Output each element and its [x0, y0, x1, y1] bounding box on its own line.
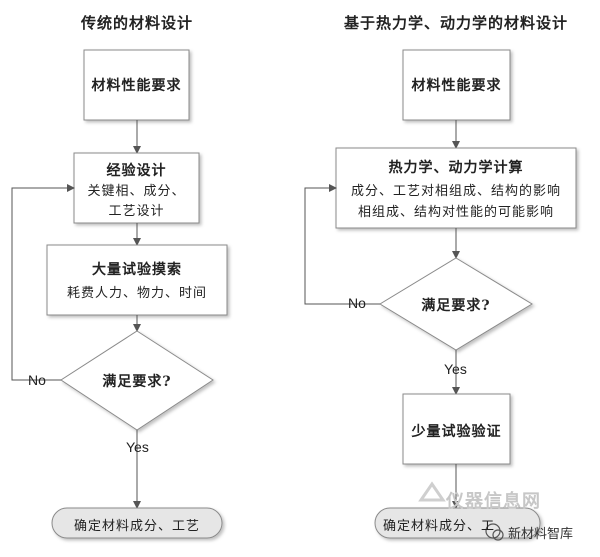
left-box-empirical: [73, 152, 200, 224]
right-decision-label: 满足要求?: [421, 298, 491, 314]
right-box-validation-label: 少量试验验证: [411, 424, 502, 440]
left-box-trials-title: 大量试验摸索: [92, 262, 182, 278]
right-no-loop: [304, 184, 380, 305]
right-box-calculation-title: 热力学、动力学计算: [388, 160, 524, 176]
left-decision-label: 满足要求?: [102, 374, 172, 390]
left-terminal: [51, 507, 223, 539]
watermark-brand: 新材料智库: [508, 526, 574, 541]
right-no-label: No: [348, 295, 366, 311]
left-box-requirements: [83, 49, 190, 121]
left-terminal-label: 确定材料成分、工艺: [73, 519, 200, 534]
right-title: 基于热力学、动力学的材料设计: [343, 14, 568, 32]
right-box-requirements-label: 材料性能要求: [411, 78, 502, 94]
watermark-logo-icon: [418, 481, 446, 502]
left-box-requirements-label: 材料性能要求: [91, 78, 182, 94]
right-box-calculation-line1: 成分、工艺对相组成、结构的影响: [350, 184, 561, 199]
watermark-text: 仪器信息网: [446, 491, 541, 511]
wechat-icon: [485, 523, 504, 541]
left-box-trials-line1: 耗费人力、物力、时间: [66, 286, 207, 301]
left-box-trials: [46, 244, 228, 316]
right-yes-label: Yes: [444, 361, 467, 377]
right-box-requirements: [402, 49, 511, 121]
left-box-empirical-title: 经验设计: [106, 163, 167, 179]
left-yes-label: Yes: [126, 439, 149, 455]
left-no-label: No: [28, 372, 46, 388]
left-box-empirical-line1: 关键相、成分、: [87, 184, 186, 199]
right-terminal-label: 确定材料成分、工: [383, 519, 496, 534]
right-box-calculation: [335, 147, 577, 229]
left-title: 传统的材料设计: [80, 14, 193, 32]
left-box-empirical-line2: 工艺设计: [108, 204, 165, 219]
left-no-loop: [11, 184, 75, 381]
right-box-calculation-line2: 相组成、结构对性能的可能影响: [357, 205, 554, 220]
right-box-validation: [402, 393, 511, 465]
